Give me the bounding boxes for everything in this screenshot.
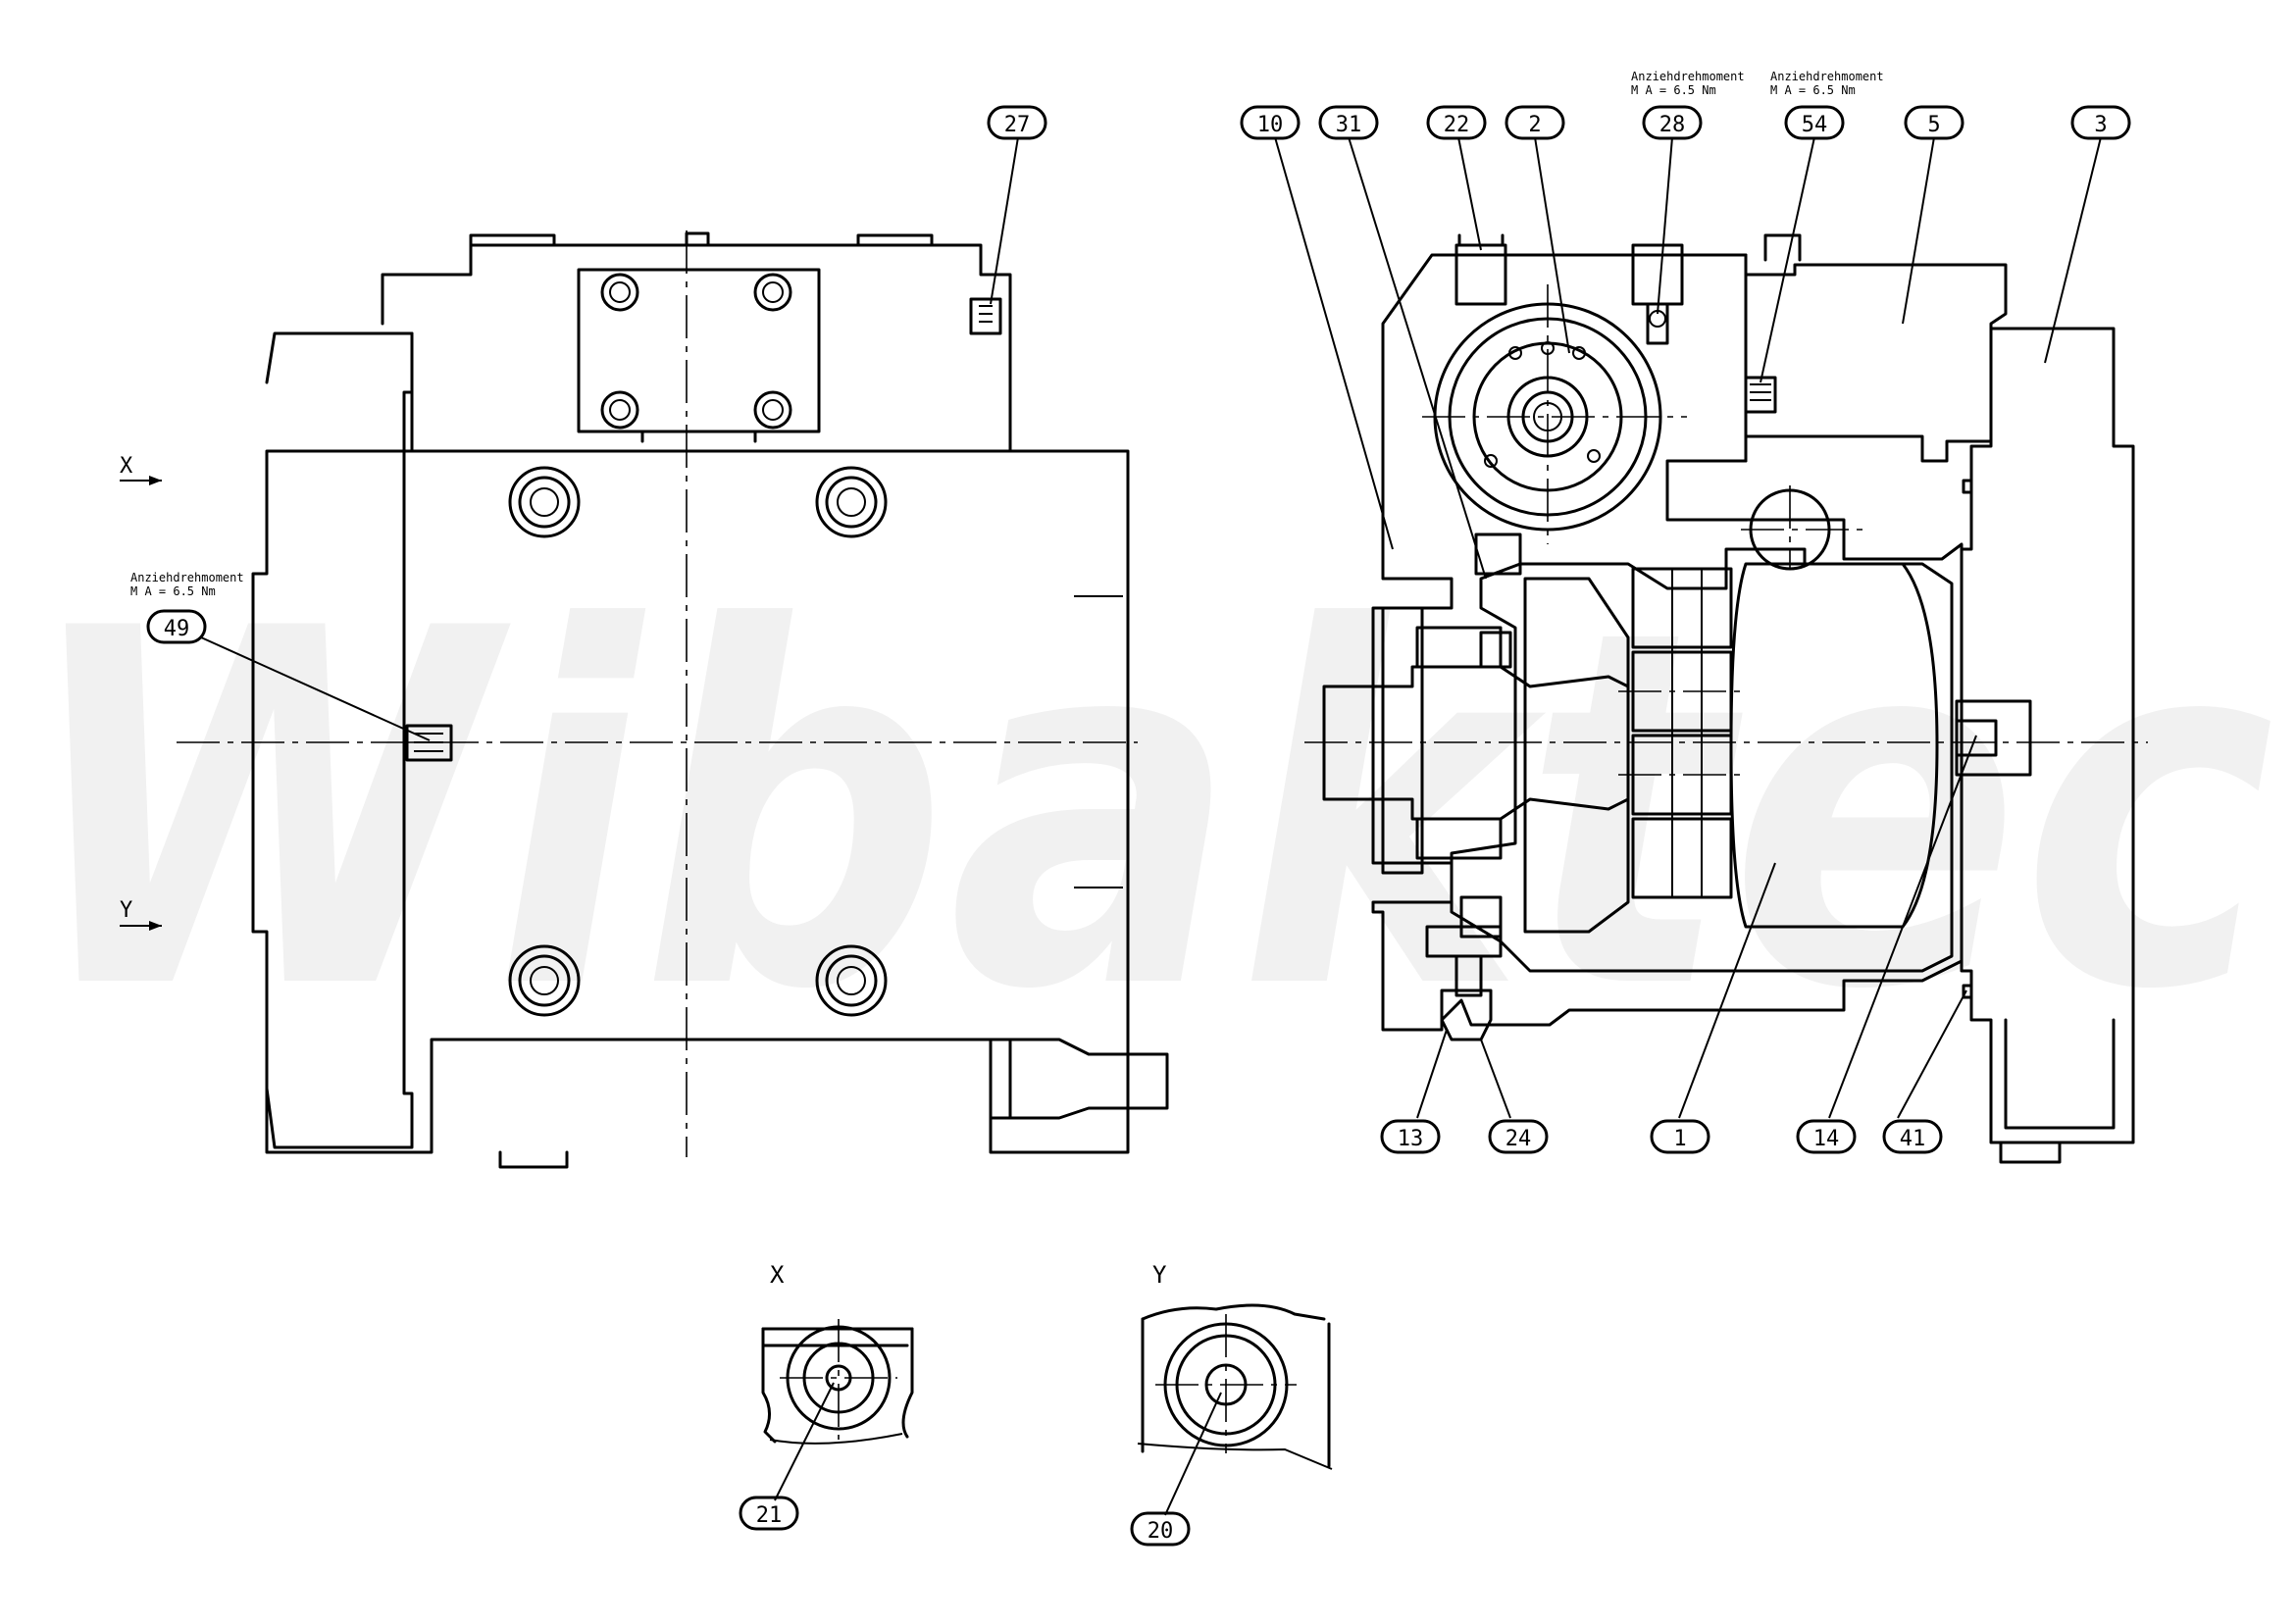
callout-20: 20 — [1130, 1511, 1191, 1547]
svg-text:X: X — [770, 1261, 785, 1289]
svg-text:Y: Y — [1152, 1261, 1167, 1289]
svg-text:31: 31 — [1336, 113, 1362, 137]
callout-1: 1 — [1650, 1119, 1710, 1154]
leader-lines — [200, 136, 2102, 1516]
svg-text:27: 27 — [1004, 113, 1031, 137]
cover-bolt — [753, 390, 792, 430]
svg-text:13: 13 — [1398, 1127, 1424, 1151]
callout-41: 41 — [1882, 1119, 1943, 1154]
mounting-bolt — [508, 944, 581, 1017]
callout-21: 21 — [739, 1496, 799, 1531]
svg-text:M A = 6.5 Nm: M A = 6.5 Nm — [1770, 83, 1856, 97]
torque-note-49: Anziehdrehmoment M A = 6.5 Nm — [130, 571, 244, 598]
cover-bolt — [600, 390, 639, 430]
svg-text:Y: Y — [120, 898, 132, 923]
callout-22: 22 — [1426, 105, 1487, 140]
callout-3: 3 — [2070, 105, 2131, 140]
callout-24: 24 — [1488, 1119, 1549, 1154]
callout-10: 10 — [1240, 105, 1301, 140]
left-pump-view: X Y — [120, 230, 1169, 1169]
mounting-bolt — [815, 944, 888, 1017]
svg-text:41: 41 — [1900, 1127, 1926, 1151]
svg-text:54: 54 — [1802, 113, 1828, 137]
svg-text:14: 14 — [1813, 1127, 1840, 1151]
detail-view-y: Y — [1137, 1261, 1333, 1470]
cover-bolt — [600, 273, 639, 312]
svg-text:2: 2 — [1528, 113, 1541, 137]
svg-text:22: 22 — [1444, 113, 1470, 137]
mounting-bolt — [508, 466, 581, 538]
svg-text:Anziehdrehmoment: Anziehdrehmoment — [1631, 70, 1745, 83]
svg-text:X: X — [120, 454, 133, 479]
svg-text:20: 20 — [1148, 1519, 1174, 1544]
svg-text:5: 5 — [1927, 113, 1940, 137]
mounting-bolt — [815, 466, 888, 538]
svg-text:49: 49 — [164, 617, 190, 641]
svg-text:M A = 6.5 Nm: M A = 6.5 Nm — [1631, 83, 1716, 97]
torque-note-28: Anziehdrehmoment M A = 6.5 Nm — [1631, 70, 1745, 97]
svg-text:M A = 6.5 Nm: M A = 6.5 Nm — [130, 584, 216, 598]
watermark: Wibaktec — [20, 526, 2275, 1096]
svg-text:10: 10 — [1257, 113, 1284, 137]
torque-note-54: Anziehdrehmoment M A = 6.5 Nm — [1770, 70, 1884, 97]
view-marker-x: X — [120, 454, 162, 485]
callout-2: 2 — [1505, 105, 1565, 140]
svg-text:Anziehdrehmoment: Anziehdrehmoment — [1770, 70, 1884, 83]
view-marker-y: Y — [120, 898, 162, 931]
callout-5: 5 — [1904, 105, 1964, 140]
detail-view-x: X — [761, 1261, 914, 1445]
piston-stack — [1618, 567, 1746, 899]
callout-31: 31 — [1318, 105, 1379, 140]
callout-49: 49 — [146, 609, 207, 644]
callout-14: 14 — [1796, 1119, 1857, 1154]
callout-13: 13 — [1380, 1119, 1441, 1154]
cover-bolt — [753, 273, 792, 312]
svg-text:Anziehdrehmoment: Anziehdrehmoment — [130, 571, 244, 584]
svg-text:3: 3 — [2094, 113, 2107, 137]
svg-text:1: 1 — [1673, 1127, 1686, 1151]
svg-text:21: 21 — [756, 1503, 783, 1528]
svg-text:28: 28 — [1659, 113, 1686, 137]
callout-27: 27 — [987, 105, 1047, 140]
callout-28: 28 — [1642, 105, 1703, 140]
callout-54: 54 — [1784, 105, 1845, 140]
right-section-view — [1304, 233, 2148, 1164]
svg-text:24: 24 — [1505, 1127, 1532, 1151]
